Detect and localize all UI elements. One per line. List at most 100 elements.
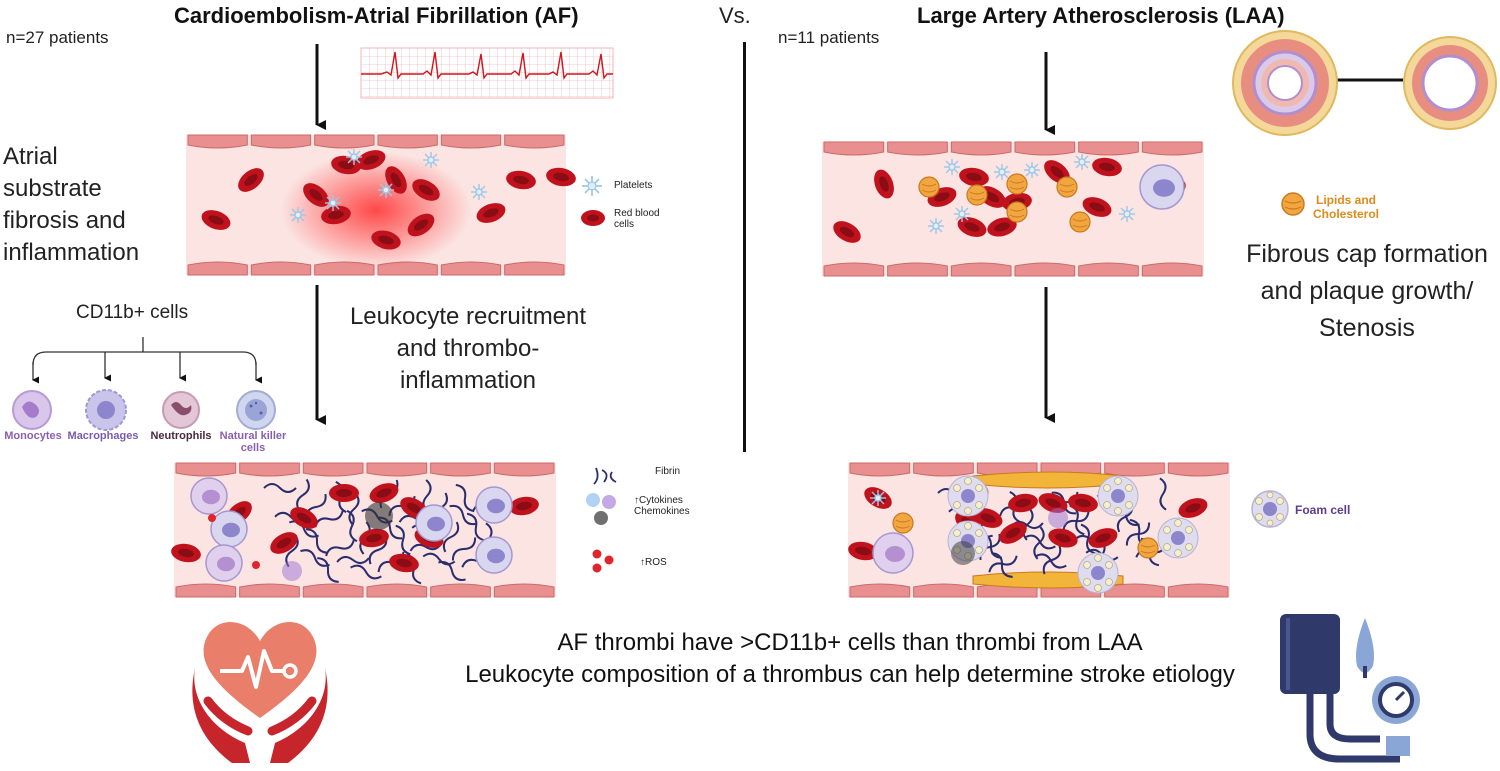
vessel-wall-cell — [504, 261, 565, 276]
fibrin-strand — [1125, 522, 1151, 546]
vessel-wall-cell — [913, 462, 974, 477]
vessel-wall-cell — [887, 141, 948, 156]
vessel-wall-cell — [440, 261, 502, 276]
af-vessel-early — [186, 134, 576, 276]
conclusion-line-1: AF thrombi have >CD11b+ cells than throm… — [557, 629, 1143, 656]
red-blood-cell — [476, 203, 506, 223]
platelet — [423, 152, 439, 168]
af-stage1-line: substrate — [3, 175, 102, 202]
af-stage2-line: and thrombo- — [396, 335, 540, 362]
macrophage-icon — [85, 389, 127, 431]
af-stage1-line: fibrosis and — [3, 207, 126, 234]
fibrin-strand — [422, 552, 456, 566]
cytokine-cloud — [1048, 508, 1068, 528]
platelet — [944, 159, 960, 175]
vessel-wall-cell — [314, 134, 375, 149]
af-stage2-line: inflammation — [399, 367, 537, 394]
fibrin-legend-icon — [593, 467, 617, 485]
lipid-droplet — [918, 176, 940, 198]
ros-legend-label: ↑ROS — [640, 557, 667, 568]
cd11b-label: CD11b+ cells — [76, 302, 189, 323]
right-title: Large Artery Atherosclerosis (LAA) — [917, 3, 1285, 28]
red-blood-cell — [356, 150, 386, 170]
vessel-wall-cell — [1078, 262, 1139, 277]
vessel-wall-cell — [187, 134, 248, 149]
fibrin-strand — [1042, 545, 1062, 575]
heart-hands-icon — [192, 622, 328, 763]
right-patient-count: n=11 patients — [778, 28, 880, 47]
foam-cell — [1097, 475, 1139, 517]
cd11b-cell-icons — [12, 389, 276, 431]
cytokines-legend-icon — [586, 493, 616, 525]
vessel-wall-cell — [175, 462, 237, 477]
vessel-wall-cell — [1167, 583, 1229, 598]
fibrin-strand — [409, 542, 443, 552]
cytokine-cloud — [365, 502, 393, 530]
red-blood-cell — [506, 170, 536, 190]
laa-stage-text: Fibrous cap formation and plaque growth/… — [1232, 236, 1500, 347]
cell-label-nk: Natural killer cells — [218, 430, 288, 454]
red-blood-cell — [999, 522, 1027, 544]
vessel-wall-cell — [493, 583, 555, 598]
leukocyte — [415, 504, 453, 542]
platelet — [471, 184, 487, 200]
leukocyte — [872, 532, 914, 574]
vessel-wall-cell — [950, 141, 1012, 156]
fibrin-strand — [336, 556, 370, 564]
vessel-wall-cell — [504, 134, 565, 149]
vessel-wall-cell — [175, 583, 237, 598]
vessel-wall-cell — [1014, 141, 1076, 156]
red-blood-cell — [1068, 493, 1098, 513]
red-blood-cell — [321, 205, 351, 225]
vessel-wall-cell — [950, 262, 1012, 277]
red-blood-cell — [171, 543, 201, 563]
vessel-wall-cell — [302, 462, 364, 477]
red-blood-cell — [1038, 493, 1068, 513]
laa-vessel-thrombus — [848, 462, 1230, 598]
red-blood-cell — [1178, 498, 1208, 518]
neutrophil-icon — [162, 391, 200, 429]
red-blood-cell — [959, 167, 989, 187]
red-blood-cell — [1082, 197, 1112, 217]
red-blood-cell — [1048, 528, 1078, 548]
vessel-wall-cell — [1078, 141, 1139, 156]
vessel-wall-cell — [1167, 462, 1229, 477]
red-blood-cell — [509, 496, 539, 516]
vessel-wall-cell — [430, 583, 491, 598]
fibrin-strand — [442, 521, 460, 553]
vessel-wall-cell — [1104, 462, 1165, 477]
foam-cell-legend-icon — [1251, 490, 1289, 528]
red-blood-cell — [848, 541, 878, 561]
red-blood-cell — [1092, 157, 1122, 177]
vessel-wall-cell — [493, 462, 555, 477]
divider-line — [743, 42, 746, 452]
red-blood-cell — [1088, 528, 1118, 548]
vessel-wall-cell — [887, 262, 948, 277]
nk-label-line: cells — [240, 442, 266, 454]
af-stage1-line: Atrial — [3, 143, 58, 170]
foam-cell — [947, 475, 989, 517]
vessel-wall-cell — [366, 583, 428, 598]
lipid-line: Cholesterol — [1313, 207, 1380, 221]
red-blood-cell — [874, 169, 894, 199]
fibrin-strand — [1035, 553, 1067, 569]
laa-vessel-early — [822, 141, 1204, 277]
nk-label-line: Natural killer — [219, 430, 287, 442]
platelet — [290, 207, 306, 223]
fibrin-legend-label: Fibrin — [655, 466, 681, 477]
af-stage2-line: Leukocyte recruitment — [349, 303, 587, 330]
vessel-wall-cell — [823, 141, 885, 156]
lipid-line: Lipids and — [1316, 193, 1376, 207]
cytokine-cloud — [282, 561, 302, 581]
rbc-legend-label: Red blood cells — [614, 208, 660, 230]
cytokine-cloud — [951, 541, 975, 565]
leukocyte — [210, 510, 248, 548]
vessel-wall-cell — [913, 583, 974, 598]
ros-particle — [208, 514, 216, 522]
vessel-wall-cell — [1141, 262, 1203, 277]
laa-stage-line: Fibrous cap formation — [1246, 240, 1488, 268]
rbc-legend-line: Red blood — [614, 208, 660, 219]
monocyte-icon — [12, 390, 52, 430]
lipid-droplet — [892, 512, 914, 534]
vessel-wall-cell — [1014, 262, 1076, 277]
